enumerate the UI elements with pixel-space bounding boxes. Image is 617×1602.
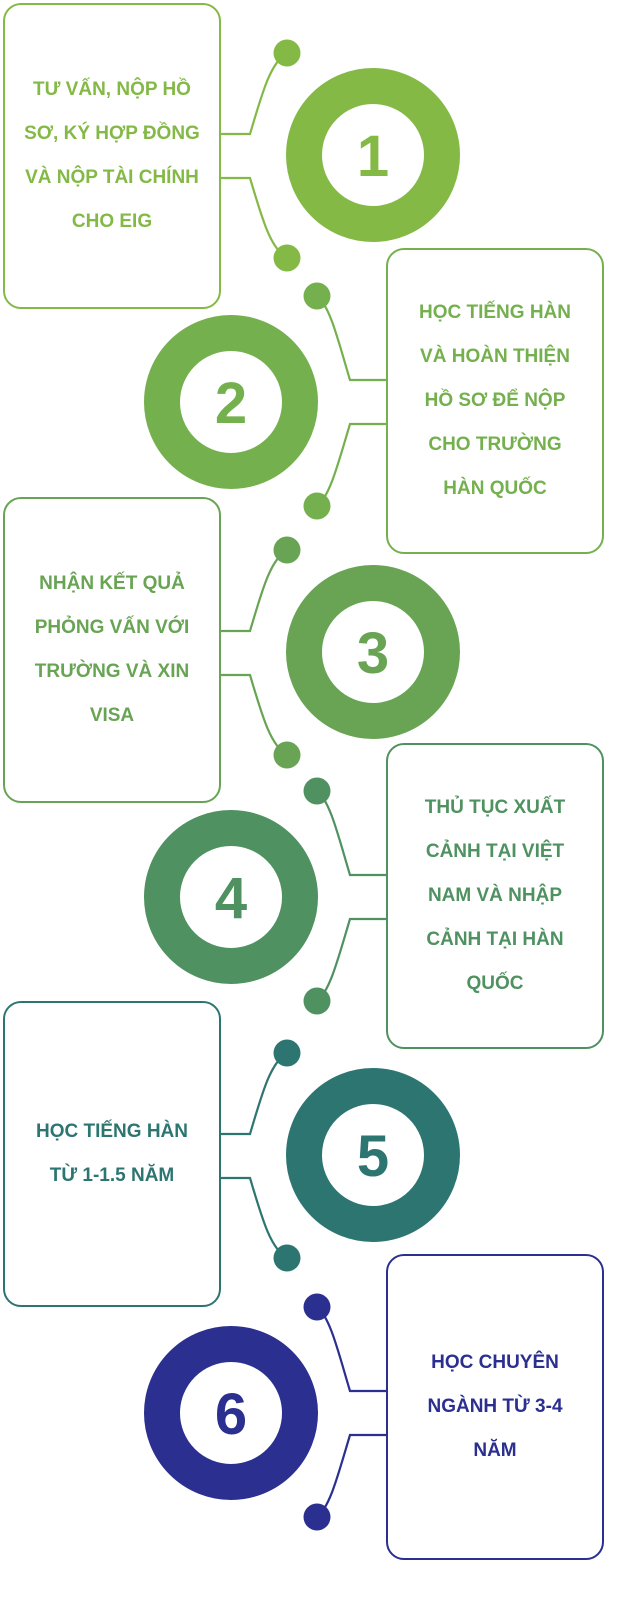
connector-line-top-5 bbox=[221, 1052, 288, 1136]
connector-line-bottom-2 bbox=[316, 422, 386, 507]
step-5-ring bbox=[286, 1068, 460, 1242]
step-1-ring bbox=[286, 68, 460, 242]
connector-line-bottom-5 bbox=[221, 1176, 288, 1259]
step-5-box: HỌC TIẾNG HÀN TỪ 1-1.5 NĂM bbox=[3, 1001, 221, 1307]
step-1-number: 1 bbox=[357, 124, 389, 189]
connector-dot-top-1 bbox=[273, 39, 301, 67]
connector-dot-top-5 bbox=[273, 1039, 301, 1067]
step-5-text: HỌC TIẾNG HÀN TỪ 1-1.5 NĂM bbox=[36, 1121, 188, 1186]
connector-line-bottom-1 bbox=[221, 176, 288, 259]
connector-dot-top-2 bbox=[303, 282, 331, 310]
connector-line-top-2 bbox=[316, 295, 386, 382]
step-1-box: TƯ VẤN, NỘP HỒ SƠ, KÝ HỢP ĐỒNG VÀ NỘP TÀ… bbox=[3, 3, 221, 309]
step-2-ring bbox=[144, 315, 318, 489]
connector-dot-bottom-6 bbox=[303, 1503, 331, 1531]
step-6-text: HỌC CHUYÊN NGÀNH TỪ 3-4 NĂM bbox=[427, 1352, 563, 1461]
connector-dot-bottom-5 bbox=[273, 1244, 301, 1272]
step-6-ring bbox=[144, 1326, 318, 1500]
connector-dot-bottom-3 bbox=[273, 741, 301, 769]
step-5-number: 5 bbox=[357, 1124, 389, 1189]
connector-line-top-1 bbox=[221, 52, 288, 136]
connector-dot-bottom-2 bbox=[303, 492, 331, 520]
step-3-box: NHẬN KẾT QUẢ PHỎNG VẤN VỚI TRƯỜNG VÀ XIN… bbox=[3, 497, 221, 803]
step-4-number: 4 bbox=[215, 866, 247, 931]
step-3-ring bbox=[286, 565, 460, 739]
step-6-box: HỌC CHUYÊN NGÀNH TỪ 3-4 NĂM bbox=[386, 1254, 604, 1560]
step-6-number: 6 bbox=[215, 1382, 247, 1447]
step-4-ring bbox=[144, 810, 318, 984]
connector-line-top-3 bbox=[221, 549, 288, 633]
connector-line-top-6 bbox=[316, 1306, 386, 1393]
connector-line-bottom-6 bbox=[316, 1433, 386, 1518]
step-4-box: THỦ TỤC XUẤT CẢNH TẠI VIỆT NAM VÀ NHẬP C… bbox=[386, 743, 604, 1049]
connector-line-bottom-4 bbox=[316, 917, 386, 1002]
connector-dot-top-6 bbox=[303, 1293, 331, 1321]
step-2-text: HỌC TIẾNG HÀN VÀ HOÀN THIỆN HỒ SƠ ĐỂ NỘP… bbox=[419, 302, 571, 499]
connector-dot-top-3 bbox=[273, 536, 301, 564]
connector-dot-bottom-1 bbox=[273, 244, 301, 272]
step-3-number: 3 bbox=[357, 621, 389, 686]
step-4-text: THỦ TỤC XUẤT CẢNH TẠI VIỆT NAM VÀ NHẬP C… bbox=[424, 797, 566, 994]
step-1-text: TƯ VẤN, NỘP HỒ SƠ, KÝ HỢP ĐỒNG VÀ NỘP TÀ… bbox=[24, 79, 200, 232]
connector-dot-top-4 bbox=[303, 777, 331, 805]
step-2-box: HỌC TIẾNG HÀN VÀ HOÀN THIỆN HỒ SƠ ĐỂ NỘP… bbox=[386, 248, 604, 554]
connector-line-bottom-3 bbox=[221, 673, 288, 756]
connector-line-top-4 bbox=[316, 790, 386, 877]
step-2-number: 2 bbox=[215, 371, 247, 436]
connector-dot-bottom-4 bbox=[303, 987, 331, 1015]
step-3-text: NHẬN KẾT QUẢ PHỎNG VẤN VỚI TRƯỜNG VÀ XIN… bbox=[34, 573, 190, 726]
